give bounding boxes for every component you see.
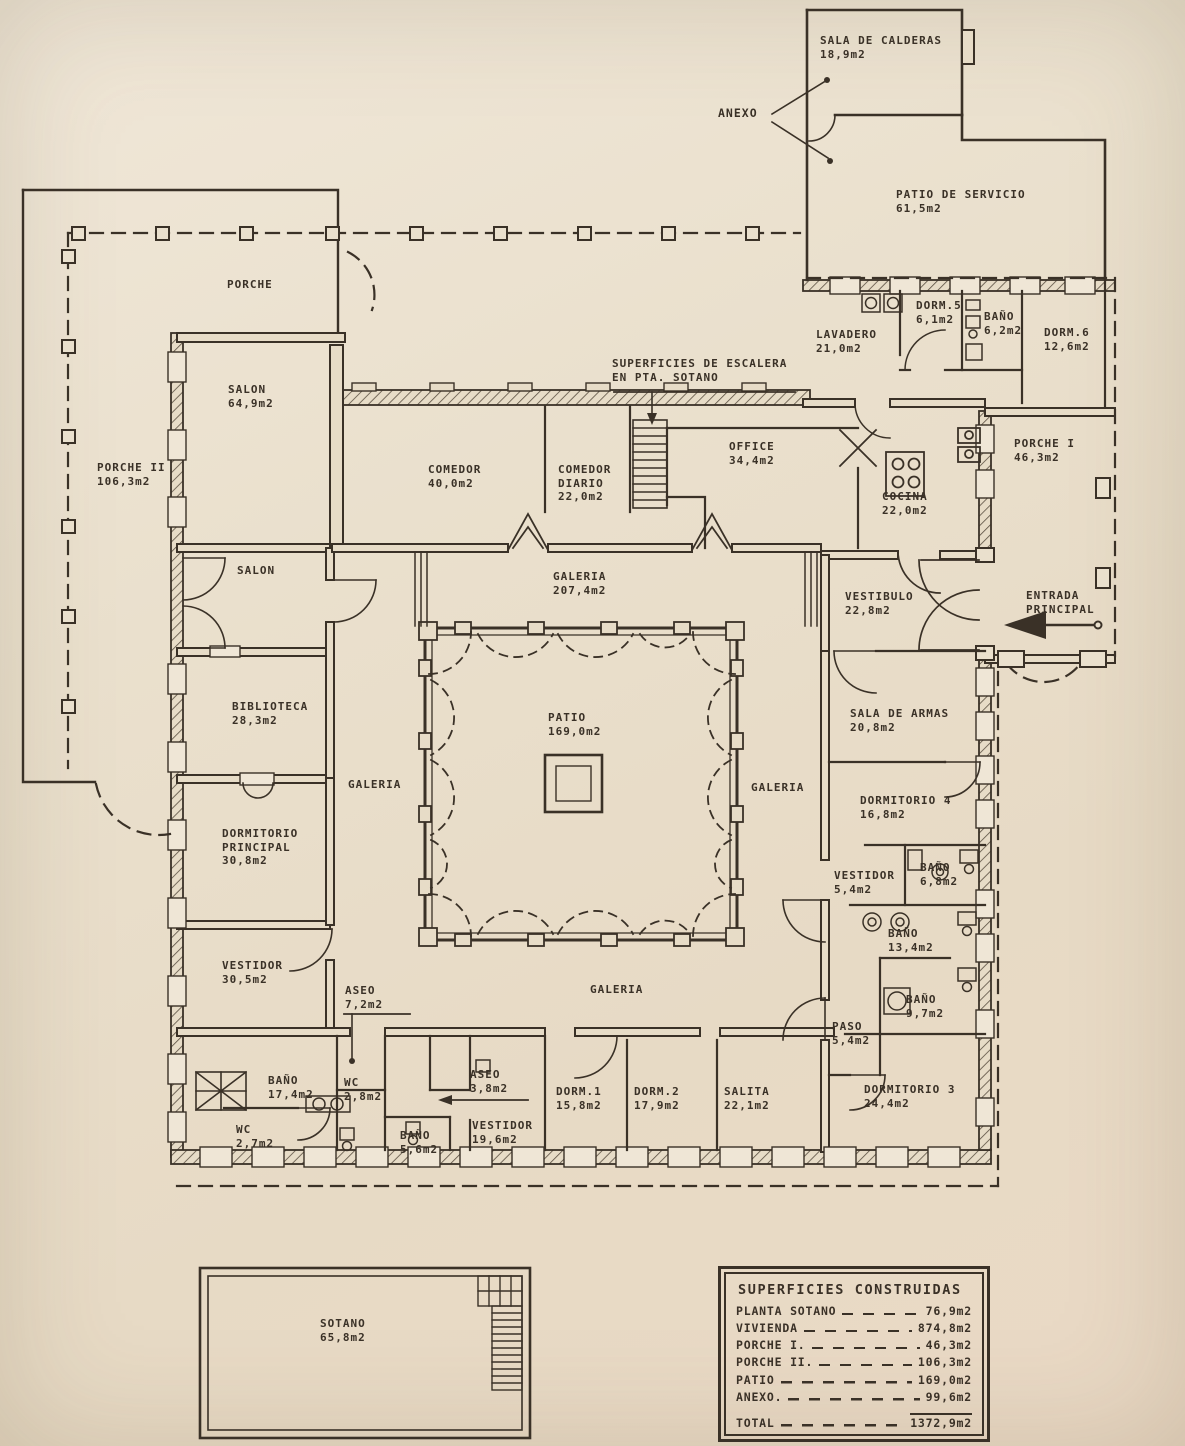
room-label-galeria-oeste: GALERIA — [348, 778, 402, 791]
annotation-anexo: ANEXO — [718, 106, 758, 120]
summary-row: PORCHE I.46,3m2 — [736, 1338, 972, 1353]
dashed-leader — [811, 1346, 920, 1350]
dashed-leader — [819, 1363, 912, 1367]
summary-table-title: SUPERFICIES CONSTRUIDAS — [738, 1282, 962, 1298]
summary-row: ANEXO.99,6m2 — [736, 1389, 972, 1404]
room-label-salon-lower: SALON — [237, 564, 276, 577]
dashed-leader — [780, 1380, 912, 1384]
dashed-leader — [803, 1329, 912, 1333]
room-label-porche: PORCHE — [227, 278, 273, 291]
dashed-leader — [780, 1423, 905, 1427]
room-label-galeria-sur: GALERIA — [590, 983, 644, 996]
dashed-leader — [788, 1397, 920, 1401]
summary-row: PORCHE II.106,3m2 — [736, 1355, 972, 1370]
room-label-galeria-este: GALERIA — [751, 781, 805, 794]
dashed-leader — [842, 1312, 920, 1315]
